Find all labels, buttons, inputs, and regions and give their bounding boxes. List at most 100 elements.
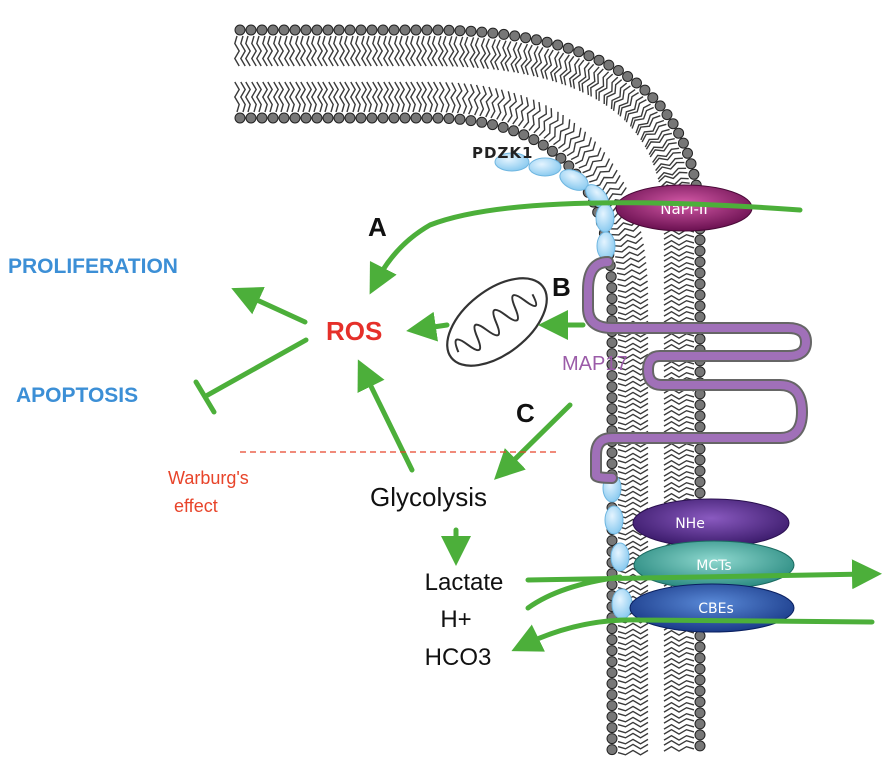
- lipid-head: [256, 24, 268, 36]
- lipid-tail: [663, 701, 695, 708]
- lipid-head: [606, 744, 618, 756]
- lipid-tail: [614, 243, 645, 253]
- lipid-tail: [442, 35, 449, 67]
- lipid-tail: [663, 255, 695, 262]
- lipid-tail: [283, 35, 291, 67]
- lipid-head: [344, 24, 356, 36]
- lipid-tail: [617, 683, 649, 690]
- lipid-tail: [617, 622, 649, 629]
- lipid-tail: [629, 103, 651, 127]
- lipid-head: [366, 112, 378, 124]
- lipid-head: [498, 28, 510, 40]
- lipid-tail: [663, 261, 695, 268]
- lipid-head: [278, 24, 290, 36]
- lipid-tail: [617, 89, 636, 115]
- lipid-tail: [250, 81, 258, 113]
- lipid-head: [606, 667, 618, 679]
- lipid-head: [421, 24, 433, 36]
- lipid-head: [593, 54, 605, 66]
- warburg-label-line2: effect: [174, 496, 218, 516]
- lipid-tail: [663, 393, 695, 400]
- lipid-tail: [617, 419, 649, 426]
- map17-protein: [582, 256, 812, 484]
- lipid-tail: [398, 81, 406, 113]
- lipid-head: [322, 112, 334, 124]
- lipid-tail: [617, 286, 649, 294]
- pathway-c-label: C: [516, 398, 535, 428]
- lipid-head: [694, 476, 706, 488]
- lipid-tail: [310, 81, 318, 113]
- lipid-tail: [610, 82, 628, 110]
- lipid-tail: [617, 479, 649, 486]
- lipid-tail: [663, 662, 695, 669]
- lipid-tail: [504, 41, 512, 72]
- lipid-tail: [663, 239, 695, 246]
- lipid-tail: [387, 35, 395, 67]
- lipid-head: [694, 278, 706, 290]
- lipid-tail: [617, 732, 649, 739]
- lipid-head: [562, 42, 574, 54]
- inhibition-apoptosis: [193, 337, 309, 415]
- lipid-tail: [371, 35, 379, 67]
- hplus-label: H+: [440, 606, 471, 633]
- lipid-tail: [530, 45, 539, 77]
- cbes-exchanger: CBEs: [629, 583, 795, 633]
- mcts-label: MCTs: [696, 558, 731, 574]
- lipid-tail: [332, 35, 340, 67]
- lipid-tail: [663, 244, 695, 251]
- lipid-tail: [652, 147, 680, 163]
- lipid-tail: [349, 81, 357, 113]
- lipid-tail: [510, 42, 518, 73]
- lipid-tail: [272, 35, 280, 67]
- lipid-head: [694, 487, 706, 499]
- lipid-head: [606, 359, 618, 371]
- lipid-tail: [617, 738, 649, 745]
- lipid-tail: [663, 294, 695, 301]
- lipid-head: [685, 158, 697, 170]
- lipid-tail: [393, 35, 401, 67]
- lipid-tail: [663, 332, 695, 339]
- lipid-tail: [343, 81, 351, 113]
- lipid-head: [311, 112, 323, 124]
- lipid-tail: [663, 371, 695, 378]
- lipid-tail: [360, 35, 368, 67]
- lipid-tail: [641, 123, 667, 143]
- lipid-tail: [663, 706, 695, 713]
- lipid-head: [537, 139, 549, 151]
- lipid-head: [432, 112, 444, 124]
- lipid-head: [528, 134, 540, 146]
- lipid-tail: [574, 141, 597, 165]
- lipid-head: [694, 245, 706, 257]
- lipid-tail: [299, 35, 307, 67]
- lipid-tail: [617, 661, 649, 668]
- lipid-tail: [663, 717, 695, 724]
- lipid-head: [694, 234, 706, 246]
- lipid-head: [322, 24, 334, 36]
- lipid-tail: [365, 35, 373, 67]
- lipid-head: [518, 129, 530, 141]
- lipid-head: [267, 112, 279, 124]
- lipid-tail: [338, 35, 346, 67]
- lipid-tail: [659, 177, 689, 189]
- lipid-head: [278, 112, 290, 124]
- lipid-tail: [649, 142, 677, 158]
- lipid-head: [694, 729, 706, 741]
- arrow-c: [494, 402, 573, 480]
- lipid-head: [443, 113, 455, 124]
- lipid-head: [631, 77, 642, 89]
- mitochondrion-icon: [446, 277, 548, 367]
- lipid-tail: [663, 723, 695, 730]
- lipid-tail: [244, 81, 252, 113]
- lipid-tail: [617, 710, 649, 717]
- lipid-head: [377, 24, 389, 36]
- map17-label: MAP17: [562, 353, 628, 375]
- lipid-tail: [617, 274, 648, 282]
- lipid-tail: [617, 342, 649, 349]
- lipid-tail: [455, 82, 463, 114]
- lipid-tail: [490, 88, 499, 119]
- lipid-tail: [617, 727, 649, 734]
- lipid-tail: [617, 386, 649, 393]
- lipid-tail: [595, 71, 610, 100]
- lipid-head: [694, 421, 706, 433]
- lipid-tail: [617, 402, 649, 409]
